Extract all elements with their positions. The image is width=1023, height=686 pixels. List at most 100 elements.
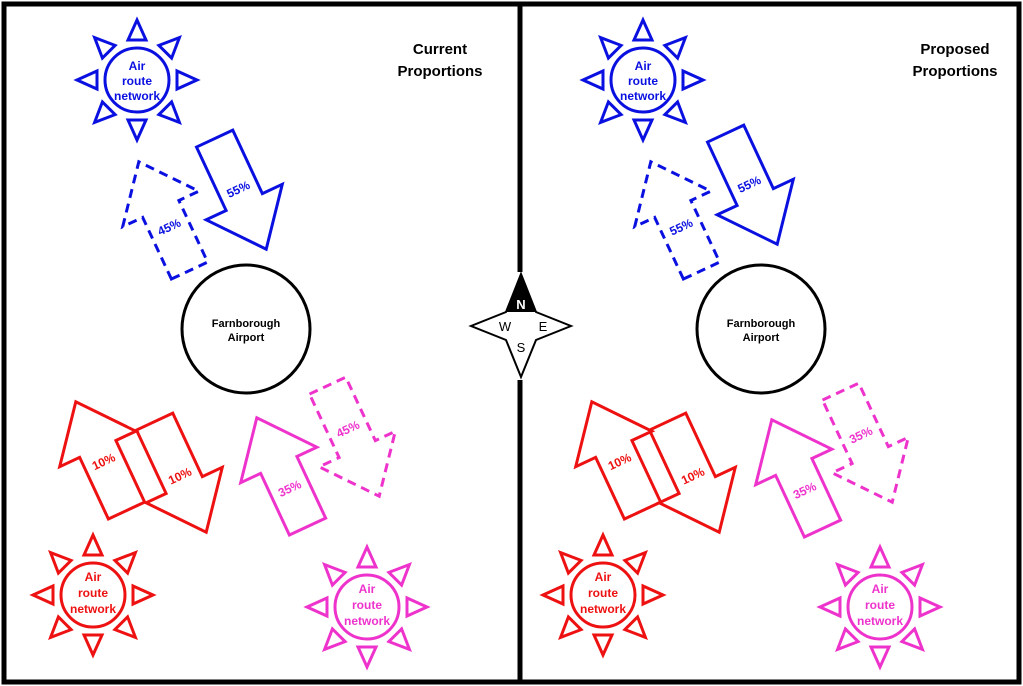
network-ray — [48, 614, 74, 640]
network-label-line3: network — [70, 602, 116, 616]
flow-label: 45% — [334, 418, 362, 441]
network-ray — [662, 99, 688, 125]
airport-label-line1: Farnborough — [212, 318, 281, 330]
panel-current: Current Proportions Air route network 55… — [29, 16, 483, 671]
network-ray — [579, 68, 605, 92]
network-label-line1: Air — [595, 570, 612, 584]
air-route-network-red: Air route network — [539, 531, 667, 659]
air-route-network-blue: Air route network — [73, 16, 201, 144]
network-ray — [175, 68, 201, 92]
network-ray — [835, 626, 861, 652]
network-label-line2: route — [352, 598, 382, 612]
flow-label: 10% — [606, 450, 634, 473]
flow-label: 55% — [735, 173, 763, 196]
network-label-line1: Air — [872, 582, 889, 596]
network-ray — [81, 633, 105, 659]
network-ring — [59, 561, 127, 629]
air-route-network-icon — [579, 16, 707, 144]
network-ray — [598, 99, 624, 125]
network-ring — [846, 573, 914, 641]
network-ray — [868, 645, 892, 671]
network-ray — [156, 99, 182, 125]
network-ray — [835, 562, 861, 588]
network-ray — [899, 562, 925, 588]
network-ray — [918, 595, 944, 619]
network-label-line3: network — [114, 89, 160, 103]
network-ray — [662, 35, 688, 61]
flow-label: 35% — [791, 479, 819, 502]
flow-label: 35% — [847, 424, 875, 447]
network-ray — [156, 35, 182, 61]
air-route-network-icon — [303, 543, 431, 671]
network-label-line2: route — [122, 74, 152, 88]
network-ray — [48, 550, 74, 576]
network-label-line3: network — [620, 89, 666, 103]
network-label-line3: network — [344, 614, 390, 628]
network-ray — [92, 35, 118, 61]
network-ray — [131, 583, 157, 607]
network-label-line1: Air — [85, 570, 102, 584]
network-ray — [816, 595, 842, 619]
compass-south: S — [517, 340, 526, 355]
network-ray — [899, 626, 925, 652]
air-route-network-magenta: Air route network — [816, 543, 944, 671]
airport-label-line2: Airport — [228, 332, 265, 344]
compass-west: W — [499, 319, 512, 334]
network-ray — [355, 645, 379, 671]
panel-title-line2: Proportions — [913, 63, 998, 80]
flow-arrow-magenta-inbound: 35% — [820, 381, 911, 505]
air-route-network-icon — [29, 531, 157, 659]
network-ray — [558, 550, 584, 576]
compass-rose-icon: N W E S — [468, 271, 574, 380]
network-ray — [591, 633, 615, 659]
network-ray — [73, 68, 99, 92]
flow-label: 35% — [276, 477, 304, 500]
network-ray — [81, 531, 105, 557]
network-ring — [333, 573, 401, 641]
network-ray — [598, 35, 624, 61]
network-label-line2: route — [865, 598, 895, 612]
network-ray — [322, 562, 348, 588]
network-ray — [558, 614, 584, 640]
airport: Farnborough Airport — [695, 263, 827, 395]
network-label-line2: route — [588, 586, 618, 600]
flow-arrow-magenta-inbound: 45% — [307, 375, 398, 499]
network-ray — [112, 550, 138, 576]
network-ring — [609, 46, 677, 114]
flow-label: 10% — [90, 450, 118, 473]
panel-title-line2: Proportions — [398, 63, 483, 80]
network-ray — [322, 626, 348, 652]
network-label-line3: network — [857, 614, 903, 628]
flow-label: 10% — [166, 464, 194, 487]
network-ray — [681, 68, 707, 92]
network-label-line3: network — [580, 602, 626, 616]
airport-label-line1: Farnborough — [727, 318, 796, 330]
air-route-network-red: Air route network — [29, 531, 157, 659]
network-ray — [386, 626, 412, 652]
panel-proposed: Proposed Proportions Air route network 5… — [539, 16, 998, 671]
panel-title-line1: Proposed — [920, 41, 989, 58]
airport-label-line2: Airport — [743, 332, 780, 344]
network-ray — [631, 16, 655, 42]
flow-arrow-blue-inbound: 55% — [705, 123, 796, 247]
air-route-network-icon — [539, 531, 667, 659]
network-label-line1: Air — [359, 582, 376, 596]
network-ray — [29, 583, 55, 607]
network-label-line1: Air — [635, 59, 652, 73]
network-ray — [591, 531, 615, 557]
network-ray — [539, 583, 565, 607]
network-ray — [641, 583, 667, 607]
flow-label: 55% — [224, 178, 252, 201]
compass-north: N — [516, 297, 525, 312]
network-ray — [386, 562, 412, 588]
flow-arrow-red-inbound: 10% — [134, 411, 225, 535]
network-ray — [303, 595, 329, 619]
compass-east: E — [539, 319, 548, 334]
network-label-line2: route — [78, 586, 108, 600]
network-ray — [125, 118, 149, 144]
network-ray — [631, 118, 655, 144]
flow-label: 10% — [679, 464, 707, 487]
panel-title-line1: Current — [413, 41, 467, 58]
